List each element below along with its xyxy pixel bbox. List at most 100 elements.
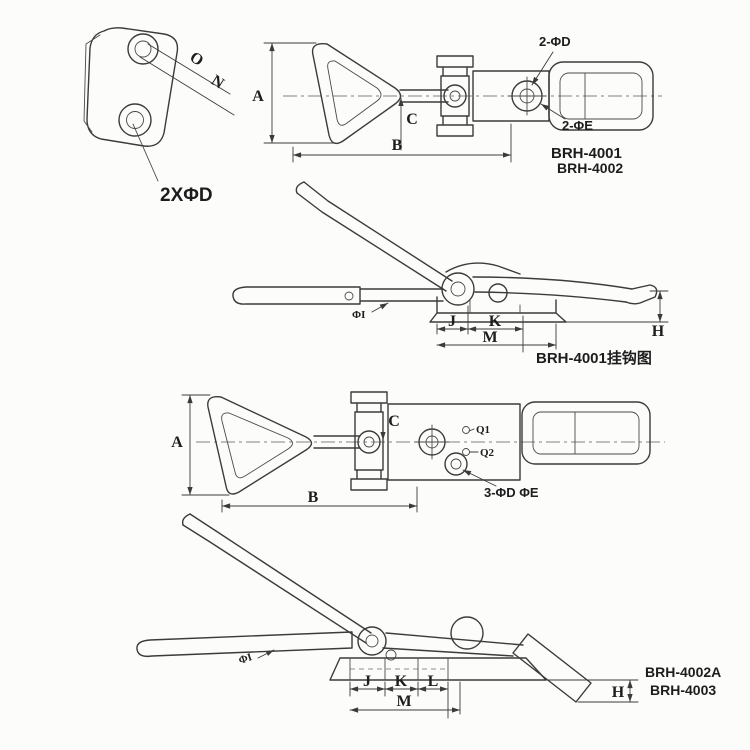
base-bracket (429, 296, 567, 323)
dim-label-b: B (308, 489, 319, 506)
mount-hole-3d (444, 452, 468, 476)
callout-label-2xd: 2XΦD (160, 185, 213, 206)
base-plate (472, 70, 550, 122)
view-bracket-detail: O N 2XΦD (83, 27, 235, 206)
catch-arm-top (472, 276, 633, 290)
dim-label-a: A (252, 88, 264, 105)
model-label-brh4002: BRH-4002 (557, 160, 623, 176)
dim-label-c: C (406, 111, 418, 128)
catch-roller (450, 616, 484, 650)
dim-label-c: C (388, 413, 400, 430)
dim-label-j: J (448, 313, 456, 330)
callout-label-2d: 2-ΦD (539, 34, 571, 49)
callout-leader-3d (462, 469, 497, 487)
handle-triangle-inner (221, 412, 293, 479)
ubolt-nut-stack (436, 55, 474, 137)
q2-feature-hole (462, 448, 470, 456)
dim-label-b: B (392, 137, 403, 154)
model-label-brh4002a: BRH-4002A (645, 664, 721, 680)
pivot-pin (365, 634, 379, 648)
bracket-flange-edge (83, 34, 101, 133)
ubolt-pivot-hole (443, 84, 467, 108)
view-side-4001: ΦI J K M H BRH-4001挂钩图 (232, 181, 669, 367)
dim-label-n: N (208, 72, 227, 93)
base-plate (387, 403, 521, 481)
callout-label-3d: 3-ΦD ΦE (484, 485, 539, 500)
dim-label-a: A (171, 434, 183, 451)
ubolt-pivot-hole (357, 430, 381, 454)
dim-label-m: M (396, 693, 411, 710)
bracket-hole-bottom-inner (126, 111, 144, 129)
latch-frame-slot (532, 411, 640, 455)
ubolt-nut-stack (350, 391, 388, 491)
handle-triangle-outer (311, 43, 402, 145)
dim-label-j: J (363, 673, 371, 690)
extension-lines (181, 394, 418, 513)
ubolt-pivot-hole-inner (363, 436, 375, 448)
dim-label-h: H (612, 684, 625, 701)
base-bracket (329, 657, 547, 681)
leader-phi-i (371, 302, 389, 313)
bracket-hole-bottom (118, 103, 152, 137)
bracket-hole-top (127, 33, 159, 65)
callout-label-2e: 2-ΦE (562, 118, 593, 133)
handle-shaft (399, 89, 449, 103)
dimension-line-n (139, 56, 235, 116)
view-caption: BRH-4001挂钩图 (536, 349, 652, 367)
dim-label-l: L (428, 673, 439, 690)
dim-label-o: O (187, 49, 207, 70)
dim-label-q2: Q2 (480, 447, 495, 459)
handle-bar-top (303, 181, 453, 282)
callout-leader-2d (531, 51, 554, 86)
dim-label-k: K (489, 313, 502, 330)
link-pin (385, 649, 397, 661)
hook-bar (136, 631, 353, 658)
callout-leader-2xd (132, 123, 159, 182)
pivot-boss (357, 626, 387, 656)
pivot-boss (441, 272, 475, 306)
view-side-4002a: ΦI J K L M H BRH-4002A BRH-4003 (136, 513, 721, 719)
lever-paddle (512, 633, 592, 703)
catch-arm-tip (625, 284, 658, 305)
handle-bar-bottom (182, 524, 367, 644)
mount-hole-crosshair (507, 76, 547, 116)
model-label-brh4003: BRH-4003 (650, 682, 716, 698)
leader-q1 (468, 428, 475, 432)
bracket-hole-top-inner (134, 40, 152, 58)
leader-phi-i (257, 649, 275, 659)
handle-bar-bottom (296, 192, 447, 292)
q1-feature-hole (462, 426, 470, 434)
lever-arm-bottom (382, 647, 514, 657)
handle-shaft (313, 435, 361, 449)
cam-silhouette (445, 262, 521, 275)
view-top-4002a: A C B Q1 Q2 3-ΦD ΦE (171, 391, 665, 513)
ubolt-pivot-hole-inner (449, 90, 461, 102)
extension-lines (263, 42, 512, 163)
lever-arm-top (385, 632, 524, 646)
base-bracket-ribs (469, 299, 521, 314)
dim-label-q1: Q1 (476, 424, 490, 436)
dim-label-k: K (395, 673, 408, 690)
latch-frame-outer (521, 401, 651, 465)
pivot-pin (450, 281, 466, 297)
mount-hole-3d-inner (450, 458, 462, 470)
view-top-4001: A C B 2-ΦD 2-ΦE BRH-4001 BRH-4002 (252, 34, 662, 176)
latch-frame-slot (559, 72, 643, 120)
catch-arm-bottom (474, 291, 627, 303)
dim-label-phi-i: ΦI (352, 309, 365, 321)
handle-triangle-outer (207, 396, 313, 495)
dim-label-h: H (652, 323, 665, 340)
handle-bar-top (189, 513, 372, 634)
dimension-line-o (147, 43, 231, 95)
latch-frame-outer (548, 61, 654, 131)
handle-grip-cap (181, 513, 191, 526)
dim-label-m: M (482, 329, 497, 346)
center-pivot-crosshair (414, 424, 450, 460)
dim-label-phi-i: ΦI (237, 651, 253, 667)
handle-grip-cap (295, 181, 305, 194)
callout-leader-2e (540, 103, 566, 120)
handle-triangle-inner (327, 60, 382, 126)
hook-hole (344, 291, 354, 301)
